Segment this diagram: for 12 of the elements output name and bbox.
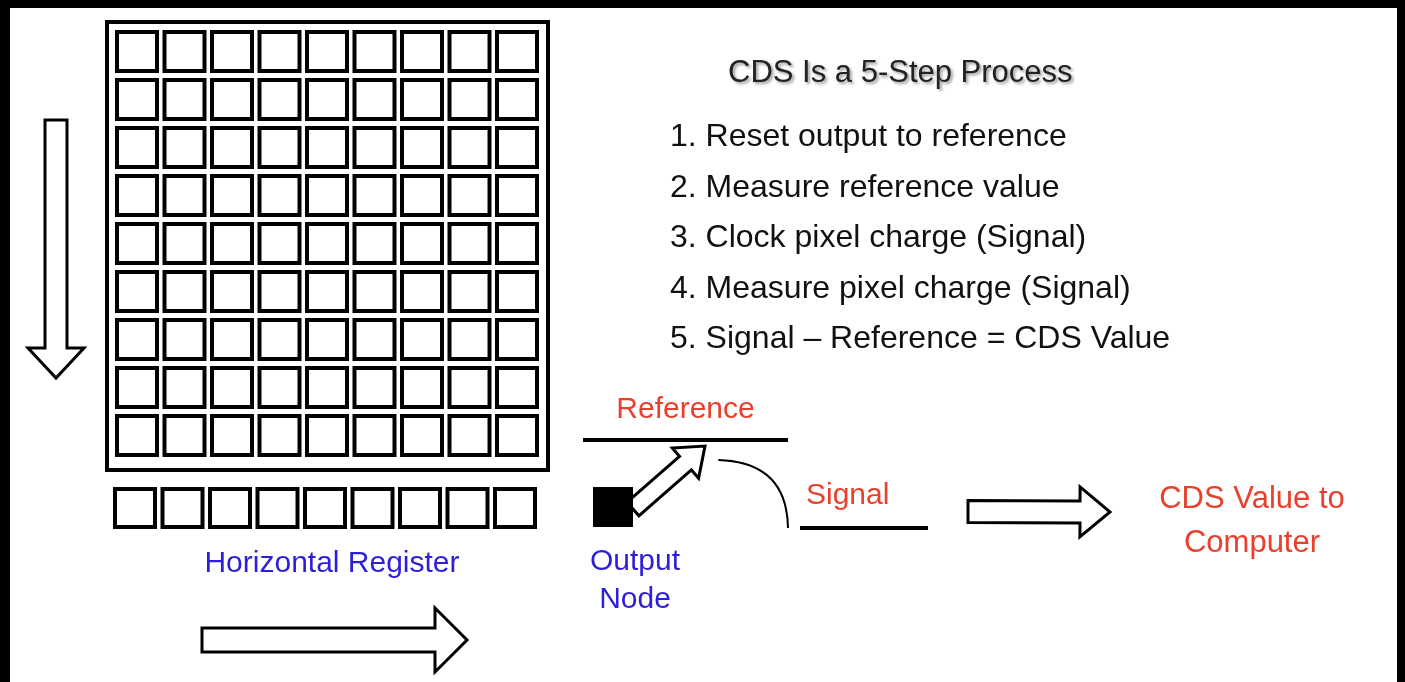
step-text: 5. Signal – Reference = CDS Value [670, 318, 1171, 357]
register-label: Horizontal Register [204, 544, 460, 580]
block-arrow [966, 483, 1113, 541]
title: CDS Is a 5-Step Process [728, 53, 1073, 91]
step-text: 2. Measure reference value [670, 166, 1061, 206]
output-node-label: Output Node [588, 542, 682, 616]
step-text: 4. Measure pixel charge (Signal) [670, 267, 1132, 307]
result-label: CDS Value to Computer [1158, 479, 1346, 561]
underlined-level-label: Reference [583, 390, 788, 442]
underlined-level-label: Signal [800, 476, 928, 530]
step-text: 1. Reset output to reference [670, 116, 1068, 155]
step-text: 3. Clock pixel charge (Signal) [670, 217, 1088, 256]
